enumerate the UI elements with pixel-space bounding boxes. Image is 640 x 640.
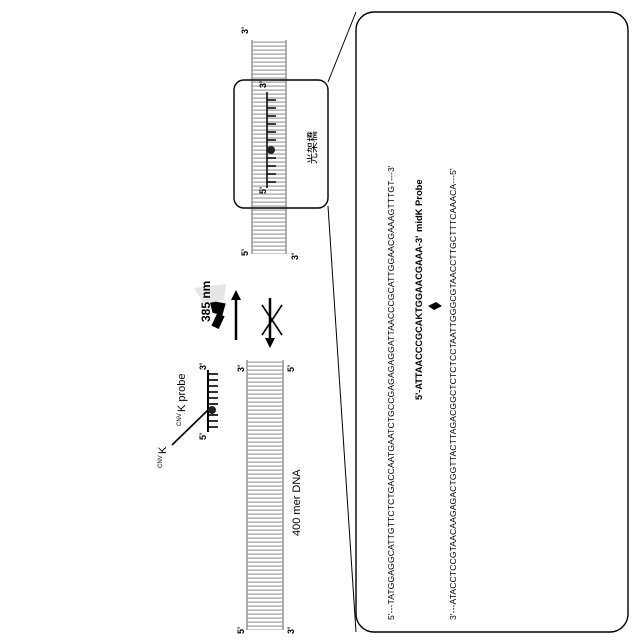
probe-label: K probe	[176, 373, 188, 412]
dna-label: 400 mer DNA	[291, 469, 303, 536]
dna-end-5-left: 5'	[236, 627, 246, 634]
uv-wavelength-label: 385 nm	[199, 281, 213, 322]
dna-end-3-right: 3'	[236, 365, 246, 372]
reaction-arrows	[231, 290, 282, 348]
mid-probe-label: midK Probe	[413, 179, 424, 232]
crosslinked-duplex: 3' 5' 3' 5' 3'	[240, 27, 300, 260]
probe-sup-label: CNV	[177, 413, 183, 426]
top-duplex-end-3: 3'	[258, 81, 268, 88]
bottom-strand-sequence: 3'---ATACCTCCGTAACAAGAGACTGGTTACTTAGACGG…	[448, 168, 458, 620]
cnvk-label: K	[157, 446, 169, 454]
top-duplex-end-bottom-right: 3'	[290, 253, 300, 260]
cnvk-mark-icon	[428, 302, 442, 310]
probe-sequence: 5'-ATTAACCCGCAKTGGAACGAAA-3'	[414, 236, 424, 400]
probe-end-3: 3'	[198, 363, 208, 370]
top-duplex-end-bottom-left: 5'	[240, 249, 250, 256]
crosslink-dot-icon	[267, 146, 275, 154]
crosslink-label: 光架橋	[305, 131, 319, 164]
top-duplex-end-top: 3'	[240, 27, 250, 34]
dna-end-5-right: 5'	[286, 365, 296, 372]
cnvk-sup-label: CNV	[158, 455, 164, 468]
top-duplex-end-5: 5'	[258, 187, 268, 194]
sequence-box	[356, 12, 628, 632]
top-strand-sequence: 5'---TATGGAGGCATTGTTCTCTGACCAATGAATCTGCC…	[386, 165, 396, 620]
target-dna-duplex: 5' 3' 3' 5'	[236, 360, 296, 634]
probe-end-5: 5'	[198, 433, 208, 440]
cnvk-dot-icon	[208, 406, 216, 414]
dna-end-3-left: 3'	[286, 627, 296, 634]
